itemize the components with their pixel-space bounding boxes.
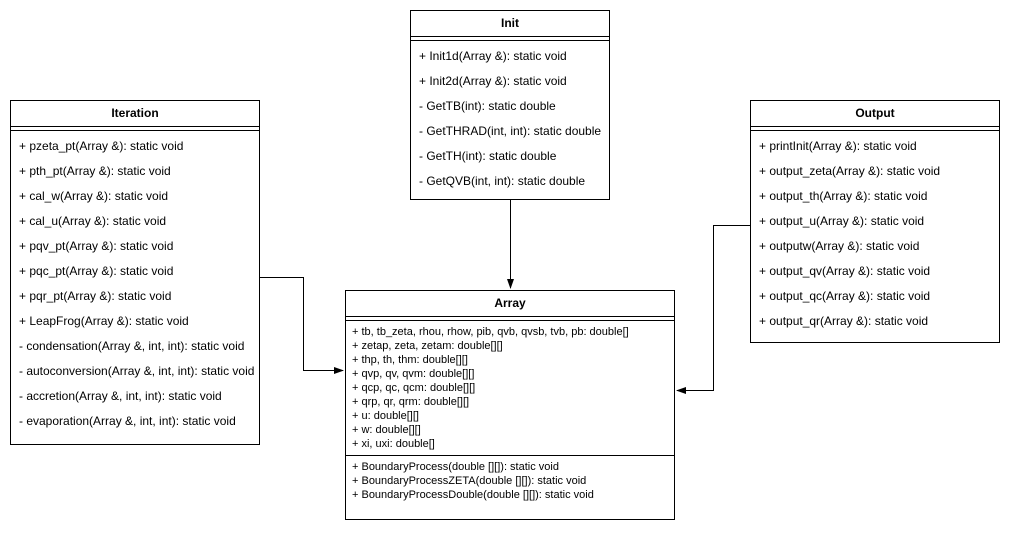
member-row: + pqc_pt(Array &): static void xyxy=(19,264,174,278)
member-row: - GetTH(int): static double xyxy=(419,149,557,163)
member-row: - autoconversion(Array &, int, int): sta… xyxy=(19,364,255,378)
member-row: + w: double[][] xyxy=(352,424,421,436)
class-box-iteration: Iteration + pzeta_pt(Array &): static vo… xyxy=(10,100,260,445)
member-row: + pqv_pt(Array &): static void xyxy=(19,239,174,253)
member-row: - evaporation(Array &, int, int): static… xyxy=(19,414,236,428)
member-row: - GetTHRAD(int, int): static double xyxy=(419,124,602,138)
member-row: - condensation(Array &, int, int): stati… xyxy=(19,339,245,353)
title-double-line xyxy=(346,317,674,321)
class-members-init: + Init1d(Array &): static void + Init2d(A… xyxy=(411,41,609,197)
member-row: + pqr_pt(Array &): static void xyxy=(19,289,172,303)
member-row: + outputw(Array &): static void xyxy=(759,239,920,253)
member-row: + pzeta_pt(Array &): static void xyxy=(19,139,184,153)
member-row: + pth_pt(Array &): static void xyxy=(19,164,171,178)
class-title-array: Array xyxy=(346,291,674,317)
class-title-output: Output xyxy=(751,101,999,127)
member-row: + printInit(Array &): static void xyxy=(759,139,917,153)
member-row: + thp, th, thm: double[][] xyxy=(352,354,468,366)
title-double-line xyxy=(11,127,259,131)
member-row: + cal_u(Array &): static void xyxy=(19,214,167,228)
class-methods-array: + BoundaryProcess(double [][]): static v… xyxy=(346,456,674,506)
member-row: - accretion(Array &, int, int): static v… xyxy=(19,389,222,403)
member-row: + LeapFrog(Array &): static void xyxy=(19,314,189,328)
connector-output-to-array xyxy=(676,225,750,394)
member-row: + Init1d(Array &): static void xyxy=(419,49,567,63)
title-double-line xyxy=(751,127,999,131)
class-title-iteration: Iteration xyxy=(11,101,259,127)
class-box-output: Output + printInit(Array &): static void… xyxy=(750,100,1000,343)
member-row: + output_qc(Array &): static void xyxy=(759,289,931,303)
member-row: + output_qv(Array &): static void xyxy=(759,264,931,278)
member-row: + cal_w(Array &): static void xyxy=(19,189,169,203)
class-fields-array: + tb, tb_zeta, rhou, rhow, pib, qvb, qvs… xyxy=(346,321,674,455)
member-row: + output_zeta(Array &): static void xyxy=(759,164,941,178)
member-row: - GetQVB(int, int): static double xyxy=(419,174,586,188)
member-row: - GetTB(int): static double xyxy=(419,99,556,113)
member-row: + qcp, qc, qcm: double[][] xyxy=(352,382,476,394)
title-double-line xyxy=(411,37,609,41)
fields-methods-divider xyxy=(346,455,674,456)
member-row: + tb, tb_zeta, rhou, rhow, pib, qvb, qvs… xyxy=(352,326,629,338)
member-row: + BoundaryProcessZETA(double [][]): stat… xyxy=(352,475,587,487)
member-row: + BoundaryProcess(double [][]): static v… xyxy=(352,461,559,473)
class-members-iteration: + pzeta_pt(Array &): static void + pth_pt… xyxy=(11,131,259,437)
member-row: + BoundaryProcessDouble(double [][]): st… xyxy=(352,489,594,501)
class-members-output: + printInit(Array &): static void + outpu… xyxy=(751,131,999,337)
member-row: + output_qr(Array &): static void xyxy=(759,314,929,328)
member-row: + output_th(Array &): static void xyxy=(759,189,928,203)
member-row: + zetap, zeta, zetam: double[][] xyxy=(352,340,503,352)
class-box-array: Array + tb, tb_zeta, rhou, rhow, pib, qv… xyxy=(345,290,675,520)
member-row: + Init2d(Array &): static void xyxy=(419,74,567,88)
connector-iteration-to-array xyxy=(260,277,344,374)
member-row: + u: double[][] xyxy=(352,410,419,422)
member-row: + output_u(Array &): static void xyxy=(759,214,925,228)
member-row: + xi, uxi: double[] xyxy=(352,438,435,450)
class-title-init: Init xyxy=(411,11,609,37)
member-row: + qvp, qv, qvm: double[][] xyxy=(352,368,475,380)
class-box-init: Init + Init1d(Array &): static void+ Ini… xyxy=(410,10,610,200)
member-row: + qrp, qr, qrm: double[][] xyxy=(352,396,470,408)
